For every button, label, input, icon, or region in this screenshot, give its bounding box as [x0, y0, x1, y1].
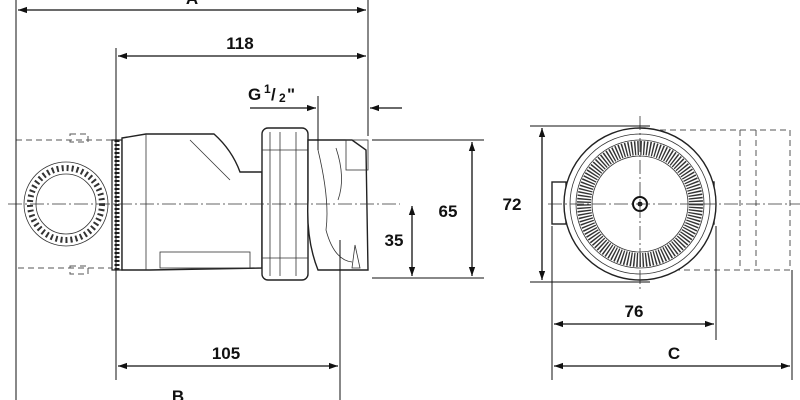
outlet-fitting [307, 139, 369, 271]
dimension-lines-front [538, 128, 790, 370]
dim-105-label: 105 [212, 344, 240, 363]
thread-numerator: 1 [264, 82, 271, 96]
valve-body [121, 133, 263, 271]
front-view [548, 116, 800, 292]
thread-inch-mark: " [287, 85, 295, 104]
dim-118-label: 118 [226, 34, 253, 53]
extension-lines-side [15, 0, 484, 400]
dimension-lines-side [18, 6, 476, 370]
svg-text:/: / [271, 85, 276, 104]
dim-65-label: 65 [439, 202, 458, 221]
thread-letter: G [248, 85, 261, 104]
thread-denominator: 2 [279, 91, 286, 105]
side-view [8, 127, 400, 281]
dim-b-label: B [172, 387, 184, 400]
extension-lines-front [530, 125, 793, 380]
dim-a-label: A [186, 0, 198, 8]
dim-c-label: C [668, 344, 680, 363]
dim-76-label: 76 [625, 302, 644, 321]
dim-35-label: 35 [385, 231, 404, 250]
thread-label: G 1 / 2 " [248, 82, 295, 105]
dim-72-label: 72 [503, 195, 522, 214]
